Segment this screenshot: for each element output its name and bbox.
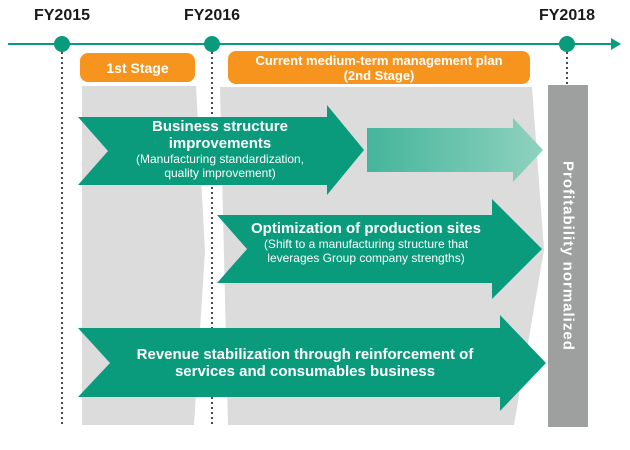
business-structure-continuation-arrow (367, 118, 543, 182)
fy2018-dot-icon (559, 36, 575, 52)
fy2015-label: FY2015 (33, 7, 91, 24)
business-sub-line1: (Manufacturing standardization, (135, 152, 305, 166)
stage2-label-line2: (2nd Stage) (343, 67, 415, 83)
stage1-badge: 1st Stage (80, 53, 195, 82)
business-sub-line2: quality improvement) (164, 166, 276, 180)
revenue-title-line2: services and consumables business (174, 363, 436, 380)
business-title-line2: improvements (168, 135, 272, 152)
business-structure-caption: Business structure improvements (Manufac… (95, 118, 345, 180)
fy2016-dot-icon (204, 36, 220, 52)
optimization-title: Optimization of production sites (251, 220, 481, 237)
fy2015-dot-icon (54, 36, 70, 52)
optimization-sub-line2: leverages Group company strengths) (267, 251, 465, 265)
fy2016-dotted-line (211, 52, 213, 425)
optimization-sub-line1: (Shift to a manufacturing structure that (263, 237, 469, 251)
stage2-badge: Current medium-term management plan (2nd… (228, 51, 530, 84)
revenue-caption: Revenue stabilization through reinforcem… (105, 346, 505, 380)
timeline-axis (8, 43, 612, 45)
revenue-stabilization-arrow (78, 315, 546, 411)
profitability-normalized-bar: Profitability normalized (548, 85, 588, 427)
business-title-line1: Business structure (152, 118, 288, 135)
profitability-normalized-label: Profitability normalized (559, 161, 577, 351)
fy2015-dotted-line (61, 52, 63, 425)
stage1-label: 1st Stage (106, 59, 169, 76)
revenue-title-line1: Revenue stabilization through reinforcem… (136, 346, 474, 363)
timeline-arrowhead-icon (611, 38, 621, 50)
fy2018-dotted-line (566, 52, 568, 85)
optimization-arrow (217, 199, 542, 299)
optimization-caption: Optimization of production sites (Shift … (235, 220, 497, 265)
fy2016-label: FY2016 (183, 7, 241, 24)
stage2-label-line1: Current medium-term management plan (255, 52, 503, 68)
business-structure-arrow (78, 105, 364, 195)
fy2018-label: FY2018 (538, 7, 596, 24)
